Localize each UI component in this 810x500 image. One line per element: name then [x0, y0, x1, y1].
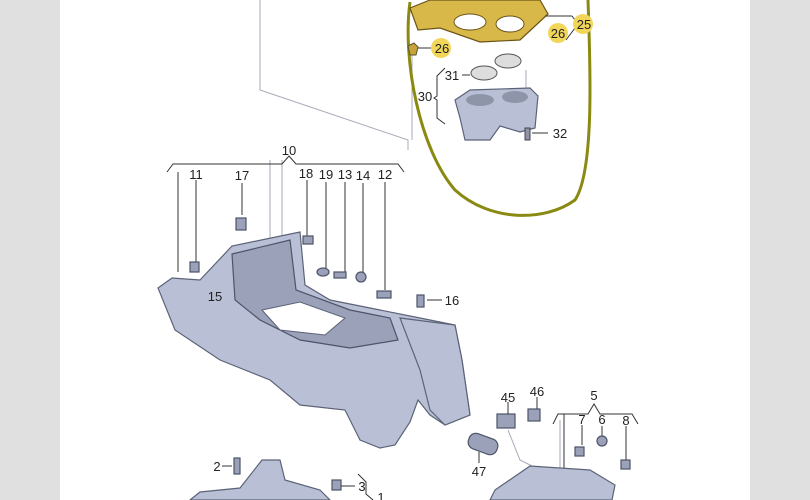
label-26: 26 — [551, 26, 565, 41]
label-10: 10 — [282, 143, 296, 158]
clips — [189, 217, 425, 308]
label-5: 5 — [590, 388, 597, 403]
label-1: 1 — [377, 490, 384, 500]
cup-holder — [433, 53, 539, 141]
label-31: 31 — [445, 68, 459, 83]
label-3: 3 — [358, 479, 365, 494]
annotation-circle — [406, 0, 592, 217]
part-number-labels: 25 26 26 31 30 32 10 11 17 18 19 13 14 1… — [189, 17, 629, 500]
storage-tray — [489, 465, 616, 500]
label-32: 32 — [553, 126, 567, 141]
label-46: 46 — [530, 384, 544, 399]
label-17: 17 — [235, 168, 249, 183]
bottom-bracket — [189, 457, 374, 500]
label-7: 7 — [578, 412, 585, 427]
label-15: 15 — [208, 289, 222, 304]
bolt-32 — [524, 127, 548, 141]
center-console — [157, 231, 471, 449]
leader-lines — [177, 172, 442, 301]
label-18: 18 — [299, 166, 313, 181]
label-19: 19 — [319, 167, 333, 182]
label-14: 14 — [356, 168, 370, 183]
label-11: 11 — [189, 167, 203, 182]
label-25: 25 — [577, 17, 591, 32]
gold-trim-frame — [409, 0, 579, 43]
usb-sockets — [467, 397, 541, 463]
clip-icon — [407, 42, 419, 56]
label-45: 45 — [501, 390, 515, 405]
label-47: 47 — [472, 464, 486, 479]
label-12: 12 — [378, 167, 392, 182]
label-30: 30 — [418, 89, 432, 104]
label-2: 2 — [213, 459, 220, 474]
label-13: 13 — [338, 167, 352, 182]
label-6: 6 — [598, 412, 605, 427]
label-26: 26 — [435, 41, 449, 56]
label-8: 8 — [622, 413, 629, 428]
label-16: 16 — [445, 293, 459, 308]
